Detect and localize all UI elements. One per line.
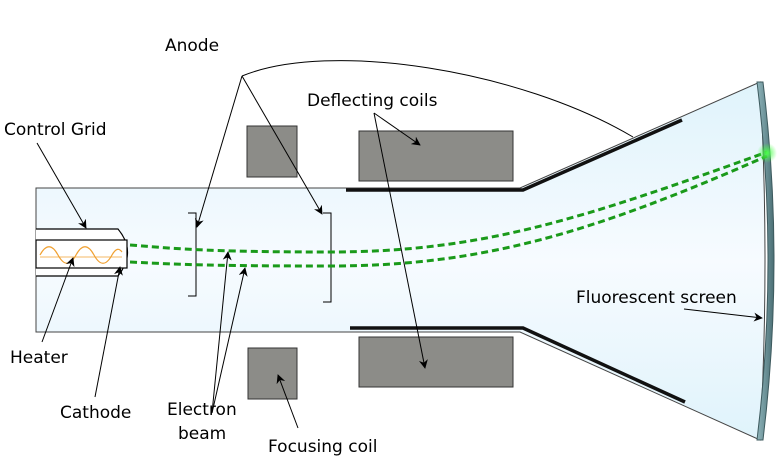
deflecting-leader-1	[373, 112, 421, 146]
control-grid-leader	[36, 142, 87, 229]
electron-beam-lower	[129, 154, 768, 268]
heater-leader	[41, 257, 75, 343]
deflecting-coil-top	[358, 130, 514, 182]
anode-bracket-2	[323, 212, 332, 303]
label-heater: Heater	[10, 348, 68, 368]
cathode-leader	[94, 266, 123, 398]
label-deflecting-coils: Deflecting coils	[307, 91, 438, 111]
label-control-grid: Control Grid	[4, 120, 107, 140]
anode-plate-bottom	[350, 326, 686, 404]
focusing-coil-top	[246, 125, 298, 178]
cathode	[35, 239, 128, 269]
label-electron-beam-line2: beam	[178, 424, 226, 444]
beam-leader-1	[211, 251, 232, 414]
anode-bracket-1	[188, 212, 197, 297]
anode-leader-2	[241, 75, 323, 215]
label-electron-beam-line1: Electron	[167, 400, 237, 420]
deflecting-leader-2	[373, 112, 428, 369]
anode-leader-1	[195, 75, 243, 228]
focusing-coil-leader	[276, 374, 299, 429]
label-anode: Anode	[165, 36, 219, 56]
anode-dome	[241, 60, 634, 138]
fluorescent-screen	[756, 81, 775, 441]
deflecting-coil-bottom	[358, 336, 514, 388]
beam-leader-2	[211, 267, 248, 414]
heater	[39, 246, 123, 264]
focusing-coil-bottom	[247, 347, 298, 400]
electron-beam-upper	[129, 150, 768, 254]
anode-plate-top	[346, 118, 683, 192]
screen-leader	[683, 308, 763, 322]
label-focusing-coil: Focusing coil	[268, 437, 377, 457]
phosphor-spot	[757, 143, 777, 163]
label-fluorescent-screen: Fluorescent screen	[576, 288, 737, 308]
label-cathode: Cathode	[60, 403, 131, 423]
